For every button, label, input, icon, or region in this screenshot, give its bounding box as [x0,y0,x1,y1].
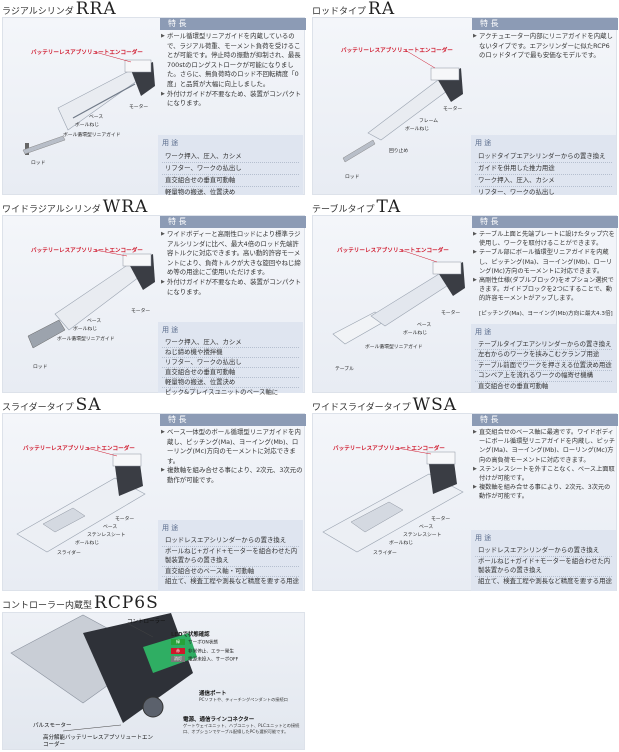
svg-text:モーター: モーター [115,515,134,522]
wra-features: ワイドボディーと高剛性ロッドにより標準ラジアルシリンダに比べ、最大4倍のロッド先… [161,230,304,297]
sa-feature-header: 特 長 [160,414,306,426]
rcp6s-power-connector: 電源、通信ラインコネクターゲートウェイユニット、ハブユニット、PLCユニットとの… [183,717,300,734]
svg-text:ベース: ベース [417,322,431,328]
svg-text:モーター: モーター [129,103,148,110]
svg-text:モーター: モーター [443,105,462,112]
ta-uses: 用 途 テーブルタイプエアシリンダーからの置き換え左右からのワークを挟みこむクラ… [471,324,616,393]
svg-text:ボール循環型リニアガイド: ボール循環型リニアガイド [63,131,121,138]
svg-text:スライダー: スライダー [57,549,81,556]
rcp6s-controller-label: コントローラー [127,619,166,625]
svg-text:ボールねじ: ボールねじ [75,539,99,546]
ta-note: [ピッチング(Ma)、ヨーイング(Mb)方向に最大4.3倍] [479,311,613,317]
svg-text:スライダー: スライダー [373,549,397,556]
wra-panel: バッテリーレスアブソリュートエンコーダー ロッド ボール循環型リニアガイド ボー… [2,215,306,396]
svg-text:ベース: ベース [419,524,433,530]
svg-text:ステンレスシート: ステンレスシート [87,532,126,538]
svg-text:ロッド: ロッド [345,174,360,180]
rra-actuator-illustration: バッテリーレスアブソリュートエンコーダー ロッド ボール循環型リニアガイド ボー… [22,48,155,166]
sa-features: ベース一体型のボール循環型リニアガイドを内蔵し、ピッチング(Ma)、ヨーイング(… [161,428,304,486]
rra-feature-header: 特 長 [160,18,306,30]
svg-text:バッテリーレスアブソリュートエンコーダー: バッテリーレスアブソリュートエンコーダー [341,46,453,54]
svg-text:バッテリーレスアブソリュートエンコーダー: バッテリーレスアブソリュートエンコーダー [333,444,445,452]
svg-text:モーター: モーター [431,515,450,522]
svg-text:ベース: ベース [89,114,103,120]
wsa-features: 直交組合せのベース軸に最適です。ワイドボディーにボール循環型リニアガイドを内蔵し… [473,428,616,502]
rcp6s-led-legend: LEDで状態確認 緑サーボON状態 赤非常停止、エラー発生 消灯電源未投入、サー… [171,632,239,663]
wra-uses: 用 途 ワーク押入、圧入、カシメねじ締め機や攪拌機リフター、ワークの払出し直交組… [158,322,303,396]
rcp6s-panel: コントローラー LEDで状態確認 緑サーボON状態 赤非常停止、エラー発生 消灯… [2,612,305,750]
svg-text:ロッド: ロッド [31,160,46,166]
ra-uses: 用 途 ロッドタイプエアシリンダーからの置き換えガイドを併用した推力用途ワーク押… [471,135,616,196]
svg-text:バッテリーレスアブソリュートエンコーダー: バッテリーレスアブソリュートエンコーダー [31,246,143,254]
svg-text:回り止め: 回り止め [389,147,408,154]
svg-text:ボールねじ: ボールねじ [75,121,99,128]
ta-feature-header: 特 長 [472,216,618,228]
svg-text:モーター: モーター [441,309,460,316]
svg-text:ボール循環型リニアガイド: ボール循環型リニアガイド [57,335,115,342]
wra-feature-header: 特 長 [160,216,306,228]
svg-text:バッテリーレスアブソリュートエンコーダー: バッテリーレスアブソリュートエンコーダー [23,444,135,452]
wsa-feature-header: 特 長 [472,414,618,426]
sa-panel: バッテリーレスアブソリュートエンコーダー スライダー ボールねじ ステンレスシー… [2,413,306,591]
svg-text:モーター: モーター [131,307,150,314]
svg-text:フレーム: フレーム [419,118,438,124]
ta-features: テーブル上面と先端プレートに設けたタップ穴を使用し、ワークを取付けることができま… [473,230,616,304]
svg-text:ボール循環型リニアガイド: ボール循環型リニアガイド [365,343,423,350]
sa-actuator-illustration: バッテリーレスアブソリュートエンコーダー スライダー ボールねじ ステンレスシー… [16,444,146,556]
ra-actuator-illustration: バッテリーレスアブソリュートエンコーダー ロッド 回り止め ボールねじ フレーム… [341,46,463,180]
rra-features: ボール循環型リニアガイドを内蔵しているので、ラジアル荷重、モーメント負荷を受ける… [161,32,304,109]
svg-text:ベース: ベース [103,524,117,530]
svg-text:バッテリーレスアブソリュートエンコーダー: バッテリーレスアブソリュートエンコーダー [337,246,449,254]
svg-text:ボールねじ: ボールねじ [73,325,97,332]
ra-panel: バッテリーレスアブソリュートエンコーダー ロッド 回り止め ボールねじ フレーム… [312,17,618,196]
svg-text:ボールねじ: ボールねじ [389,539,413,546]
svg-text:ボールねじ: ボールねじ [405,125,429,132]
svg-text:ベース: ベース [87,318,101,324]
svg-text:バッテリーレスアブソリュートエンコーダー: バッテリーレスアブソリュートエンコーダー [31,48,143,56]
wsa-uses: 用 途 ロッドレスエアシリンダーからの置き換えボールねじ+ガイド+モーターを組合… [471,530,616,591]
rcp6s-pulse-motor: パルスモーター [33,723,72,729]
rcp6s-encoder: 高分解能バッテリーレスアブソリュートエンコーダー [43,735,154,748]
rra-panel: バッテリーレスアブソリュートエンコーダー ロッド ボール循環型リニアガイド ボー… [2,17,306,196]
ta-actuator-illustration: バッテリーレスアブソリュートエンコーダー テーブル ボール循環型リニアガイド ボ… [332,246,465,372]
svg-text:ボールねじ: ボールねじ [403,329,427,336]
ra-features: アクチュエーター内部にリニアガイドを内蔵しないタイプです。エアシリンダーに似たR… [473,32,616,61]
rra-uses: 用 途 ワーク押入、圧入、カシメリフター、ワークの払出し直交組合せの垂直可動軸軽… [158,135,303,196]
ta-panel: バッテリーレスアブソリュートエンコーダー テーブル ボール循環型リニアガイド ボ… [312,215,618,393]
svg-text:ロッド: ロッド [33,364,48,370]
wsa-actuator-illustration: バッテリーレスアブソリュートエンコーダー スライダー ボールねじ ステンレスシー… [322,444,464,556]
sa-uses: 用 途 ロッドレスエアシリンダーからの置き換えボールねじ+ガイド+モーターを組合… [158,520,303,591]
svg-text:ステンレスシート: ステンレスシート [403,532,442,538]
wsa-panel: バッテリーレスアブソリュートエンコーダー スライダー ボールねじ ステンレスシー… [312,413,618,591]
wra-actuator-illustration: バッテリーレスアブソリュートエンコーダー ロッド ボール循環型リニアガイド ボー… [27,246,155,370]
ra-feature-header: 特 長 [472,18,618,30]
svg-text:テーブル: テーブル [335,365,354,372]
